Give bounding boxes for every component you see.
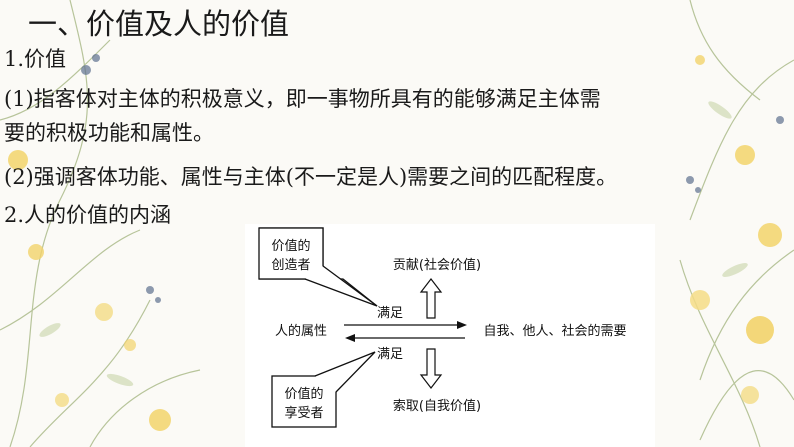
left-flowers (8, 54, 171, 431)
up-arrow (419, 278, 443, 319)
creator-callout-tail (304, 265, 378, 307)
satisfy-top-label: 满足 (377, 306, 403, 321)
creator-label-1: 价值的 (271, 238, 310, 254)
slide-title: 一、价值及人的价值 (28, 7, 290, 41)
down-arrow (419, 348, 443, 389)
enjoyer-label-2: 享受者 (284, 405, 323, 421)
right-arrow-head (457, 321, 467, 329)
needs-label: 自我、他人、社会的需要 (483, 323, 626, 339)
right-flowers (686, 55, 784, 404)
value-diagram: 价值的 创造者 价值的 享受者 贡献(社会价值) 索取(自我价值) 满足 满足 … (245, 224, 655, 447)
point1-line2: 要的积极功能和属性。 (4, 121, 214, 145)
satisfy-bottom-label: 满足 (377, 347, 403, 362)
human-attributes-label: 人的属性 (275, 323, 327, 339)
right-floral-border (679, 0, 794, 447)
creator-label-2: 创造者 (271, 258, 310, 273)
contribution-label: 贡献(社会价值) (393, 257, 481, 273)
diagram-canvas: 价值的 创造者 价值的 享受者 贡献(社会价值) 索取(自我价值) 满足 满足 … (258, 227, 627, 428)
enjoyer-label-1: 价值的 (284, 386, 323, 402)
left-arrow-head (345, 334, 355, 342)
point1-line1: (1)指客体对主体的积极意义，即一事物所具有的能够满足主体需 (4, 87, 601, 111)
claim-label: 索取(自我价值) (393, 398, 481, 414)
point2: (2)强调客体功能、属性与主体(不一定是人)需要之间的匹配程度。 (4, 165, 618, 189)
section-heading-value: 1.价值 (4, 47, 67, 71)
section-heading-human-value: 2.人的价值的内涵 (4, 203, 172, 227)
